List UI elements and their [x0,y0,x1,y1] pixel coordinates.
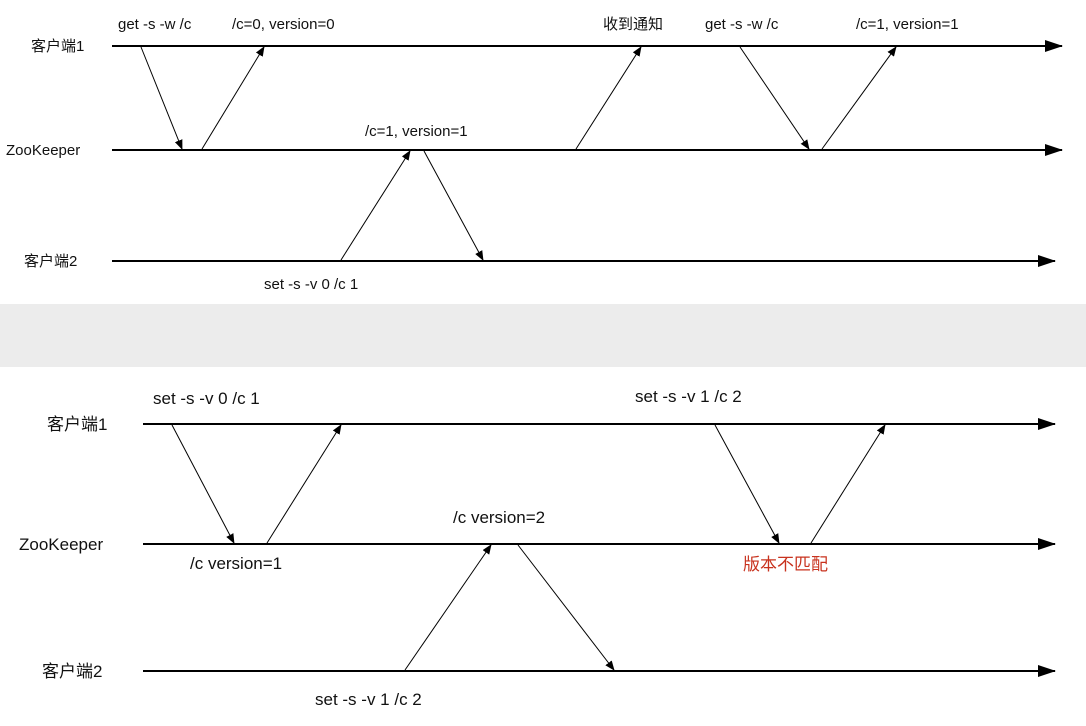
msg-set-resp [423,150,484,261]
msg-notify [575,46,642,150]
label-set3: set -s -v 1 /c 2 [315,690,422,709]
label-notify: 收到通知 [603,16,664,33]
msg-resp1 [201,46,265,150]
label-set2: set -s -v 1 /c 2 [635,387,742,406]
msg-resp2 [821,46,897,150]
lane-label-zookeeper: ZooKeeper [6,142,81,159]
label-set1: set -s -v 0 /c 1 [153,389,260,408]
label-resp2: /c=1, version=1 [856,16,959,33]
msg-set2-resp [810,424,886,544]
bottom-diagram-canvas [143,418,1056,677]
msg-set2 [714,424,780,544]
label-resp1: /c=0, version=0 [232,16,335,33]
msg-set1-resp [266,424,342,544]
msg-set3-resp [517,544,615,671]
msg-get2 [739,46,810,150]
msg-set1 [171,424,235,544]
label-get1: get -s -w /c [118,16,192,33]
label-zk-v1: /c version=1 [190,554,283,573]
msg-set [340,150,411,261]
top-diagram-canvas [112,40,1063,267]
label-set: set -s -v 0 /c 1 [264,276,359,293]
lane-label-client2: 客户端2 [24,253,78,270]
bottom-diagram: 客户端1 ZooKeeper 客户端2 set -s -v 0 /c 1 set… [0,367,1086,726]
msg-set3 [404,544,492,671]
top-diagram: 客户端1 ZooKeeper 客户端2 get -s -w /c /c=0, v… [0,0,1086,304]
label-version-mismatch: 版本不匹配 [743,555,828,574]
lane-label-zookeeper: ZooKeeper [19,535,104,554]
lane-label-client1: 客户端1 [47,415,108,434]
lane-label-client2: 客户端2 [42,662,103,681]
label-zk-v2: /c version=2 [453,508,546,527]
msg-get1 [140,46,183,150]
label-get2: get -s -w /c [705,16,779,33]
label-zk-state: /c=1, version=1 [365,123,468,140]
lane-label-client1: 客户端1 [31,38,85,55]
